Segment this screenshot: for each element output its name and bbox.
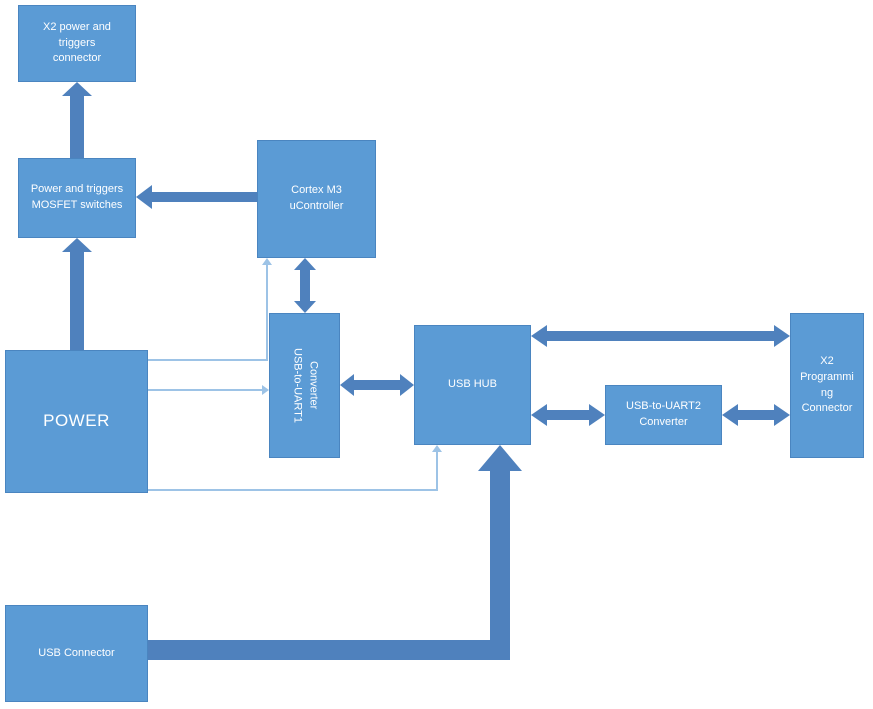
arrowhead-left-icon xyxy=(722,404,738,426)
block-power: POWER xyxy=(5,350,148,493)
arrowhead-up-icon xyxy=(262,258,272,265)
arrow-shaft xyxy=(490,471,510,660)
block-x2-programming-connector: X2 Programming Connector xyxy=(790,313,864,458)
block-usb-to-uart1: USB-to-UART1 Converter xyxy=(269,313,340,458)
arrowhead-up-icon xyxy=(62,238,92,252)
arrow-shaft xyxy=(300,269,310,302)
arrow-shaft xyxy=(70,251,84,350)
line-segment xyxy=(436,452,438,491)
arrow-shaft xyxy=(70,95,84,158)
arrow-shaft xyxy=(546,410,590,420)
block-label: POWER xyxy=(43,411,110,431)
arrowhead-right-icon xyxy=(774,404,790,426)
line-segment xyxy=(148,359,267,361)
block-usb-connector: USB Connector xyxy=(5,605,148,702)
block-usb-hub: USB HUB xyxy=(414,325,531,445)
arrowhead-right-icon xyxy=(774,325,790,347)
block-cortex-m3: Cortex M3 uController xyxy=(257,140,376,258)
arrowhead-right-icon xyxy=(262,385,269,395)
arrowhead-left-icon xyxy=(340,374,354,396)
block-label: Cortex M3 uController xyxy=(289,184,344,212)
block-label: USB-to-UART2 Converter xyxy=(626,400,701,428)
arrow-shaft xyxy=(546,331,775,341)
block-label: USB-to-UART1 Converter xyxy=(291,348,320,423)
arrowhead-up-icon xyxy=(62,82,92,96)
line-segment xyxy=(148,489,438,491)
arrowhead-left-icon xyxy=(531,325,547,347)
arrowhead-left-icon xyxy=(531,404,547,426)
arrowhead-right-icon xyxy=(400,374,414,396)
arrowhead-left-icon xyxy=(136,185,152,209)
line-segment xyxy=(148,389,262,391)
arrow-shaft xyxy=(148,640,510,660)
block-usb-to-uart2: USB-to-UART2 Converter xyxy=(605,385,722,445)
block-label: X2 Programming Connector xyxy=(800,354,854,415)
arrowhead-up-icon xyxy=(294,258,316,270)
block-x2-power-triggers-connector: X2 power and triggers connector xyxy=(18,5,136,82)
arrow-shaft xyxy=(151,192,257,202)
block-label: USB HUB xyxy=(448,378,497,391)
arrowhead-up-icon xyxy=(478,445,522,471)
arrowhead-up-icon xyxy=(432,445,442,452)
arrowhead-right-icon xyxy=(589,404,605,426)
block-label: Power and triggers MOSFET switches xyxy=(30,183,124,211)
arrow-shaft xyxy=(353,380,401,390)
arrowhead-down-icon xyxy=(294,301,316,313)
block-mosfet-switches: Power and triggers MOSFET switches xyxy=(18,158,136,238)
arrow-shaft xyxy=(737,410,775,420)
block-label: USB Connector xyxy=(38,646,115,659)
line-segment xyxy=(266,265,268,361)
block-label: X2 power and triggers connector xyxy=(43,20,111,65)
